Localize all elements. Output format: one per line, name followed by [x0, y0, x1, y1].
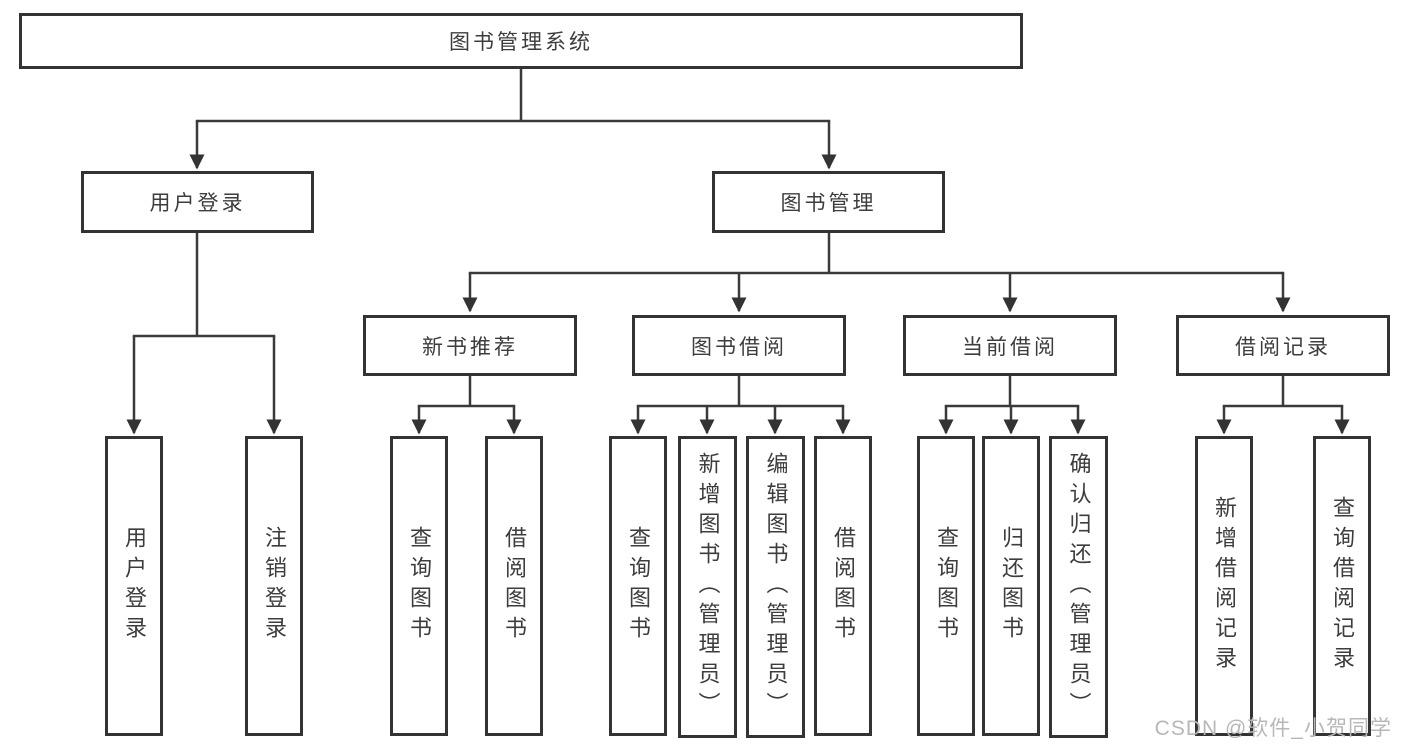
connector-trunks: [132, 67, 1344, 408]
node-logout-action: 注销登录: [245, 436, 303, 736]
node-library-management-system: 图书管理系统: [19, 13, 1023, 69]
node-query-books-current: 查询图书: [917, 436, 975, 736]
node-book-management: 图书管理: [712, 171, 945, 233]
connector-arrows: [126, 121, 1350, 435]
node-current-borrowing: 当前借阅: [903, 315, 1117, 376]
node-query-borrow-record: 查询借阅记录: [1313, 436, 1371, 736]
watermark: CSDN @软件_小贺同学: [1154, 717, 1392, 740]
node-new-book-recommendation: 新书推荐: [363, 315, 577, 376]
node-borrow-books-action: 借阅图书: [814, 436, 872, 736]
node-user-login-action: 用户登录: [105, 436, 163, 736]
node-return-book: 归还图书: [982, 436, 1040, 736]
node-confirm-return-admin: 确认归还（管理员）: [1049, 436, 1108, 738]
node-query-books-borrow: 查询图书: [609, 436, 667, 736]
node-edit-book-admin: 编辑图书（管理员）: [746, 436, 805, 738]
node-borrow-books-recommend: 借阅图书: [485, 436, 543, 736]
node-add-book-admin: 新增图书（管理员）: [678, 436, 737, 738]
node-add-borrow-record: 新增借阅记录: [1195, 436, 1253, 736]
node-book-borrowing: 图书借阅: [632, 315, 846, 376]
node-query-books-recommend: 查询图书: [390, 436, 448, 736]
node-user-login: 用户登录: [81, 171, 314, 233]
node-borrowing-records: 借阅记录: [1176, 315, 1390, 376]
